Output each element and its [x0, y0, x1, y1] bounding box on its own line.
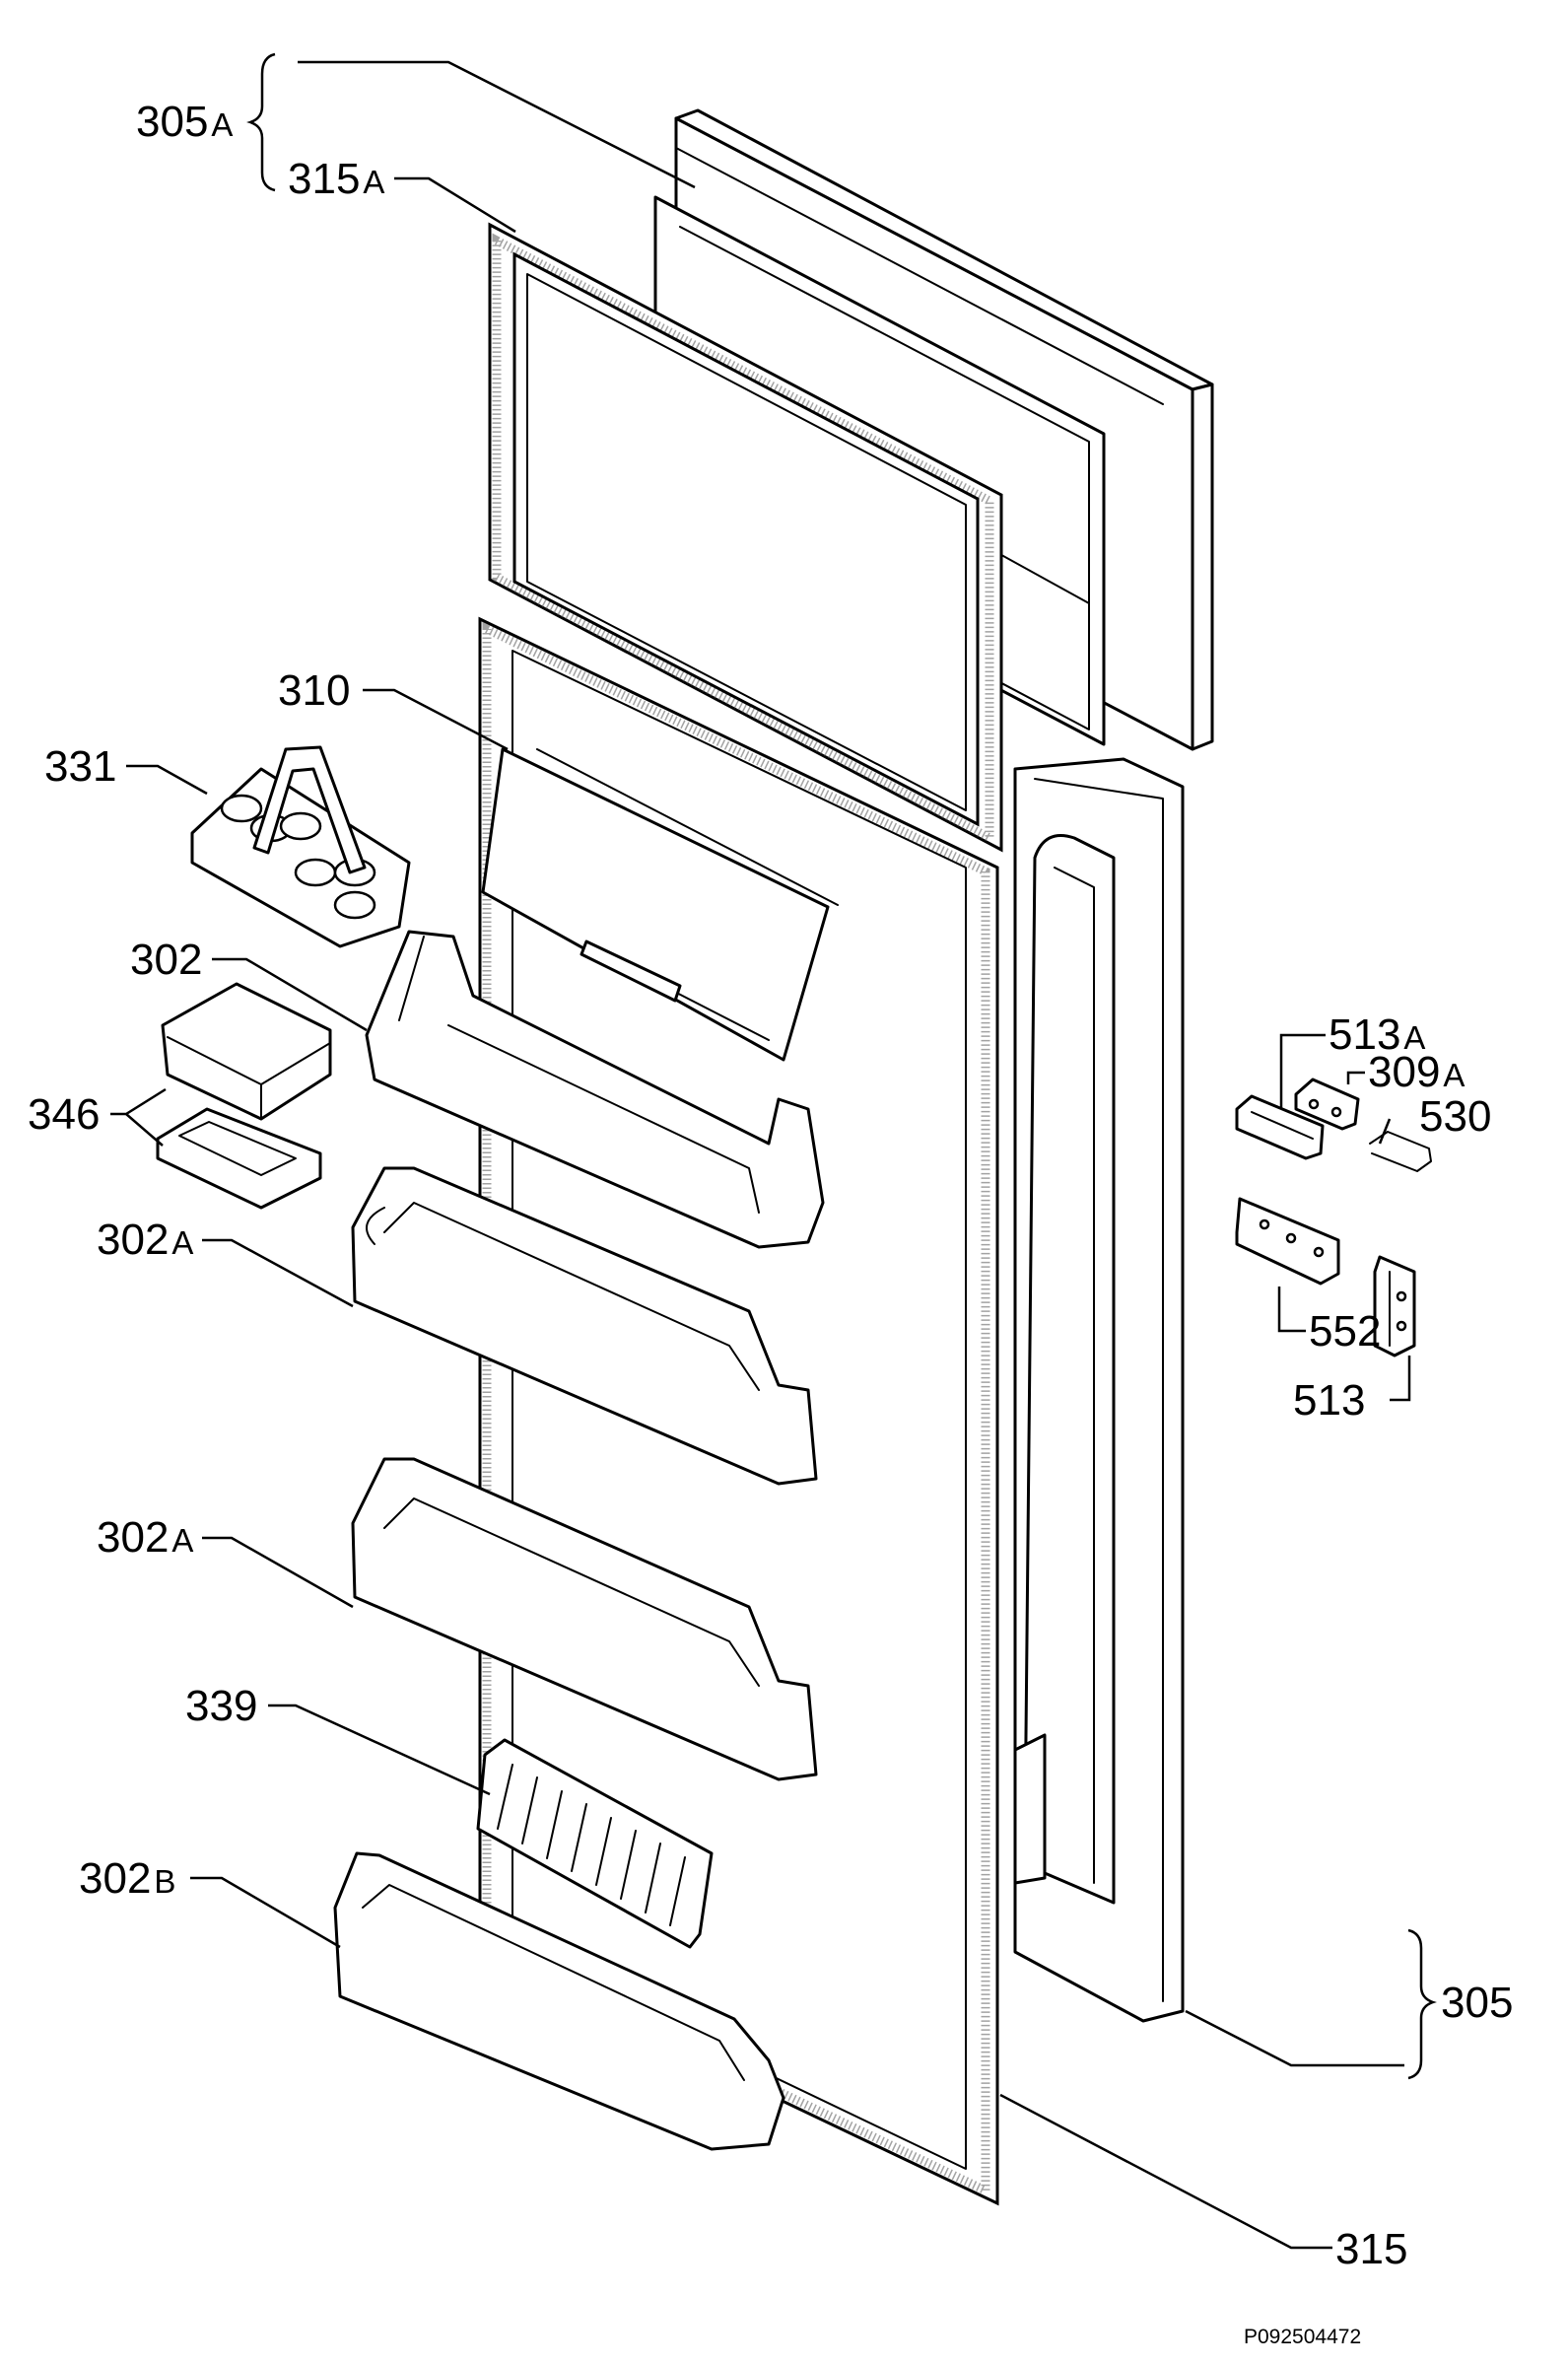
label-346: 346: [28, 1090, 100, 1139]
leader-lines: [110, 60, 1411, 2250]
label-513a: 513A: [1329, 1010, 1425, 1059]
egg-tray: [190, 745, 411, 948]
label-305a: 305A: [136, 98, 233, 146]
butter-dish: [156, 982, 332, 1210]
leader-530: [1378, 1118, 1392, 1145]
leader-315: [999, 2093, 1332, 2250]
freezer-door-gasket: [488, 222, 1003, 853]
leader-302a-lower: [202, 1536, 354, 1609]
fridge-door: [1013, 757, 1185, 2023]
leader-315a: [394, 176, 516, 234]
door-shelf-a-lower: [351, 1457, 818, 1781]
leader-305: [1185, 2009, 1404, 2067]
door-shelf-a-upper: [351, 1166, 818, 1486]
label-302: 302: [130, 936, 202, 984]
leader-302a-upper: [202, 1238, 354, 1308]
label-331: 331: [44, 742, 116, 791]
leader-302b: [190, 1876, 341, 1949]
leader-513: [1390, 1356, 1411, 1402]
brace-305: [1407, 1928, 1437, 2080]
leader-346: [110, 1087, 167, 1147]
label-302a-upper: 302A: [97, 1216, 193, 1264]
leader-331: [126, 764, 208, 796]
label-309a: 309A: [1368, 1048, 1465, 1096]
label-315: 315: [1335, 2225, 1407, 2273]
leader-513a: [1279, 1033, 1326, 1109]
bottle-shelf: [333, 1851, 785, 2151]
hinge-plate: [1235, 1197, 1340, 1286]
label-302b: 302B: [79, 1854, 175, 1903]
label-302a-lower: 302A: [97, 1513, 193, 1562]
label-339: 339: [185, 1682, 257, 1730]
label-513: 513: [1293, 1376, 1365, 1425]
label-530: 530: [1419, 1092, 1491, 1141]
hinge-cover: [1235, 1094, 1325, 1160]
bottle-retainer: [476, 1738, 714, 1949]
label-305: 305: [1441, 1979, 1513, 2027]
label-310: 310: [278, 666, 350, 715]
hinge-bracket: [1373, 1255, 1416, 1357]
image-code: P092504472: [1244, 2326, 1361, 2348]
label-552: 552: [1309, 1307, 1381, 1356]
leader-310: [363, 688, 509, 751]
hinge-cap: [1294, 1078, 1360, 1131]
leader-552: [1277, 1287, 1306, 1333]
brace-305a: [246, 52, 276, 192]
leader-302: [212, 957, 368, 1032]
leader-309a: [1346, 1071, 1365, 1084]
leader-305a: [298, 60, 696, 189]
leader-339: [268, 1704, 491, 1796]
door-shelf: [365, 930, 825, 1249]
dairy-compartment-cover: [481, 747, 839, 1062]
label-315a: 315A: [288, 155, 384, 203]
